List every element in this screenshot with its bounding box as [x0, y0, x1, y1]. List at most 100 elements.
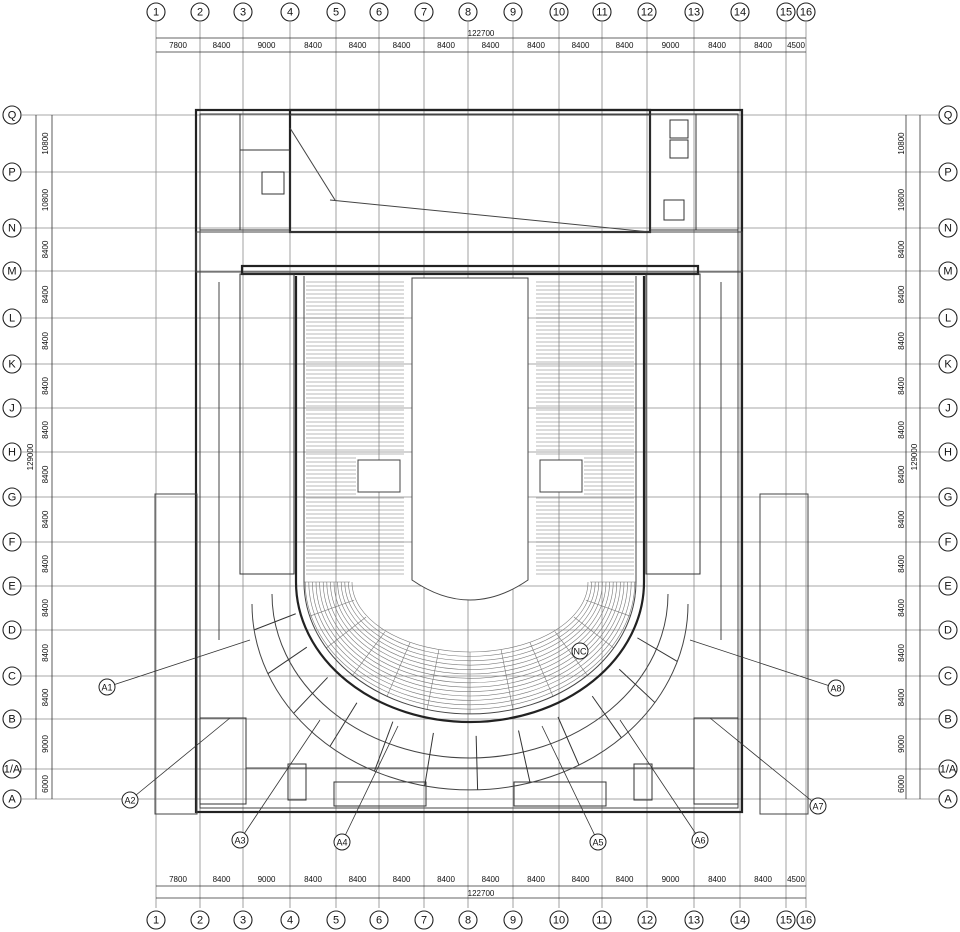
svg-text:A: A — [8, 794, 16, 806]
column-bubble-15: 15 — [776, 2, 796, 22]
svg-text:E: E — [944, 581, 951, 593]
column-spacing-label: 4500 — [787, 41, 805, 50]
row-spacing-label: 6000 — [41, 775, 50, 793]
row-bubble-A: A — [938, 789, 958, 809]
column-spacing-label: 8400 — [304, 875, 322, 884]
svg-text:4: 4 — [287, 915, 293, 927]
column-bubble-9: 9 — [503, 910, 523, 930]
svg-text:A3: A3 — [234, 836, 245, 846]
row-bubble-P: P — [2, 162, 22, 182]
column-spacing-label: 9000 — [258, 875, 276, 884]
column-spacing-label: 9000 — [662, 41, 680, 50]
row-spacing-label: 8400 — [41, 555, 50, 573]
column-bubble-3: 3 — [233, 2, 253, 22]
column-bubble-12: 12 — [637, 910, 657, 930]
row-bubble-L: L — [2, 308, 22, 328]
column-spacing-label: 8400 — [349, 875, 367, 884]
column-bubble-11: 11 — [592, 2, 612, 22]
column-bubble-13: 13 — [684, 910, 704, 930]
column-bubble-6: 6 — [369, 910, 389, 930]
svg-text:6: 6 — [376, 915, 382, 927]
svg-text:Q: Q — [8, 110, 17, 122]
row-spacing-label: 8400 — [41, 688, 50, 706]
svg-text:A6: A6 — [694, 836, 705, 846]
column-bubble-2: 2 — [190, 2, 210, 22]
column-spacing-label: 8400 — [482, 41, 500, 50]
column-bubble-14: 14 — [730, 2, 750, 22]
svg-text:3: 3 — [240, 915, 246, 927]
svg-text:E: E — [8, 581, 15, 593]
overall-width-label: 122700 — [468, 889, 495, 898]
column-spacing-label: 8400 — [393, 875, 411, 884]
svg-text:10: 10 — [553, 7, 565, 19]
column-spacing-label: 9000 — [662, 875, 680, 884]
callout-a2: A2 — [121, 717, 231, 809]
svg-text:1/A: 1/A — [4, 764, 21, 776]
column-spacing-label: 8400 — [754, 41, 772, 50]
column-bubble-4: 4 — [280, 2, 300, 22]
svg-text:8: 8 — [465, 915, 471, 927]
svg-text:12: 12 — [641, 915, 653, 927]
svg-text:2: 2 — [197, 915, 203, 927]
svg-text:L: L — [945, 313, 951, 325]
row-bubble-G: G — [938, 487, 958, 507]
svg-text:7: 7 — [421, 915, 427, 927]
svg-text:A4: A4 — [336, 838, 347, 848]
column-bubble-1: 1 — [146, 2, 166, 22]
svg-text:1/A: 1/A — [940, 764, 957, 776]
svg-text:13: 13 — [688, 915, 700, 927]
column-spacing-label: 8400 — [616, 875, 634, 884]
row-bubble-N: N — [2, 218, 22, 238]
overall-width-label: 122700 — [468, 29, 495, 38]
column-bubble-15: 15 — [776, 910, 796, 930]
svg-text:A7: A7 — [812, 802, 823, 812]
left-exterior-stair — [154, 493, 198, 815]
building-outline — [154, 108, 809, 815]
row-bubble-K: K — [2, 354, 22, 374]
row-bubble-Q: Q — [2, 105, 22, 125]
svg-text:14: 14 — [734, 915, 746, 927]
svg-text:F: F — [945, 537, 952, 549]
row-bubble-J: J — [2, 398, 22, 418]
svg-text:C: C — [8, 671, 16, 683]
svg-text:K: K — [944, 359, 952, 371]
svg-text:9: 9 — [510, 915, 516, 927]
row-bubble-F: F — [938, 532, 958, 552]
column-spacing-label: 7800 — [169, 41, 187, 50]
column-bubble-10: 10 — [549, 910, 569, 930]
column-spacing-label: 8400 — [527, 875, 545, 884]
row-spacing-label: 8400 — [897, 332, 906, 350]
svg-text:14: 14 — [734, 7, 746, 19]
column-bubble-9: 9 — [503, 2, 523, 22]
row-spacing-label: 10800 — [41, 188, 50, 211]
callout-a8: A8 — [689, 639, 845, 697]
svg-text:10: 10 — [553, 915, 565, 927]
column-spacing-label: 8400 — [393, 41, 411, 50]
svg-text:2: 2 — [197, 7, 203, 19]
row-bubble-L: L — [938, 308, 958, 328]
row-bubble-E: E — [938, 576, 958, 596]
column-spacing-label: 8400 — [304, 41, 322, 50]
column-spacing-label: 8400 — [708, 875, 726, 884]
callout-a3: A3 — [231, 719, 321, 849]
svg-text:D: D — [8, 625, 16, 637]
column-bubble-11: 11 — [592, 910, 612, 930]
row-bubble-G: G — [2, 487, 22, 507]
row-bubble-1A: 1/A — [2, 759, 22, 779]
row-bubble-E: E — [2, 576, 22, 596]
row-spacing-label: 8400 — [897, 240, 906, 258]
column-bubble-6: 6 — [369, 2, 389, 22]
column-bubble-2: 2 — [190, 910, 210, 930]
column-spacing-label: 7800 — [169, 875, 187, 884]
row-spacing-label: 8400 — [41, 421, 50, 439]
perimeter-rooms — [253, 613, 678, 790]
svg-text:F: F — [9, 537, 16, 549]
column-spacing-label: 8400 — [213, 875, 231, 884]
column-bubble-12: 12 — [637, 2, 657, 22]
row-bubble-F: F — [2, 532, 22, 552]
row-bubble-C: C — [938, 666, 958, 686]
svg-text:3: 3 — [240, 7, 246, 19]
svg-text:J: J — [9, 403, 15, 415]
column-spacing-label: 8400 — [349, 41, 367, 50]
